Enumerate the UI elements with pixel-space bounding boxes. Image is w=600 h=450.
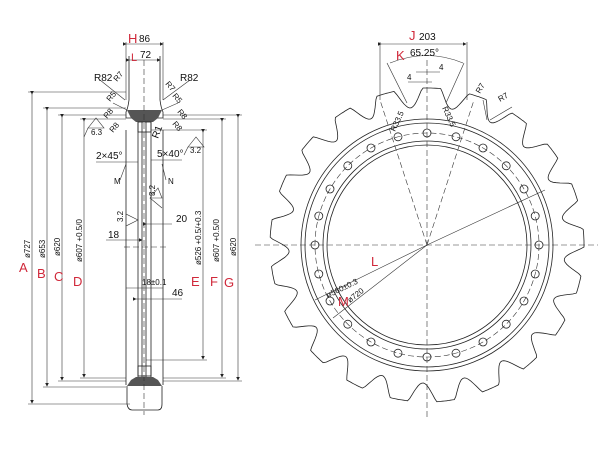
dia-727: ø727 (23, 239, 32, 258)
dim-18: 18 (108, 230, 120, 241)
bolt-hole (451, 132, 461, 142)
rim-bottom-section (127, 377, 162, 386)
bolt-hole (343, 319, 353, 329)
roughness-mid: 3.2 (148, 184, 157, 196)
r82-right: R82 (180, 73, 199, 84)
bolt-hole (501, 161, 511, 171)
dia-607-right: ø607 +0.5/0 (212, 219, 221, 262)
bolt-hole (478, 143, 488, 153)
roughness-web: 3.2 (116, 210, 125, 222)
bolt-hole (393, 348, 403, 358)
dim-86: 86 (139, 34, 151, 45)
bolt-hole (393, 132, 403, 142)
dim-72: 72 (140, 50, 152, 61)
label-f: F (210, 274, 218, 289)
angle-arc (389, 55, 464, 64)
r5-left: R5 (105, 89, 119, 103)
dia-620-right: ø620 (229, 237, 238, 256)
roughness-6.3: 6.3 (91, 128, 103, 137)
label-c: C (54, 269, 63, 284)
bolt-hole (478, 337, 488, 347)
r7-left: R7 (112, 69, 126, 83)
label-g: G (224, 275, 234, 290)
label-e: E (191, 274, 200, 289)
diameter-dims-left (28, 91, 130, 405)
r7-right: R7 (163, 80, 177, 94)
label-l-top: L (131, 52, 137, 64)
label-d: D (73, 274, 82, 289)
web-outline (137, 122, 152, 378)
bolt-hole (519, 296, 529, 306)
surface-n: N (168, 177, 174, 186)
web-top-block (137, 121, 152, 133)
r8-right-b: R8 (170, 120, 184, 134)
dia-653: ø653 (38, 239, 47, 258)
r8-left-a: R8 (102, 106, 116, 120)
roughness-symbol-right (183, 136, 205, 156)
rim-top-section (127, 110, 162, 122)
bolt-hole (325, 184, 335, 194)
side-view: H 86 L 72 R82 R82 R7 R7 R5 R5 R8 R8 R8 R… (19, 31, 242, 415)
dim-4-b: 4 (407, 73, 412, 82)
roughness-3.2: 3.2 (190, 146, 202, 155)
chamfer-5x40: 5×40° (157, 149, 184, 160)
bolt-hole (314, 269, 324, 279)
bolt-hole (519, 184, 529, 194)
r7-front-b: R7 (497, 91, 511, 104)
rim-top-profile (125, 56, 164, 119)
bolt-hole (530, 211, 540, 221)
diameter-dims-right (146, 114, 242, 382)
dim-18tol: 18±0.1 (142, 278, 167, 287)
bolt-hole (530, 269, 540, 279)
dim-20: 20 (176, 214, 188, 225)
dia-607-left: ø607 +0.5/0 (75, 219, 84, 262)
label-k: K (396, 48, 405, 63)
label-h: H (128, 31, 137, 46)
r7-front-a: R7 (474, 81, 487, 95)
bolt-hole (366, 143, 376, 153)
label-j: J (409, 28, 416, 43)
r1: R1 (150, 124, 165, 140)
dia-526: ø526 +0.5/+0.3 (194, 210, 203, 265)
bolt-hole (343, 161, 353, 171)
angle-65: 65.25° (410, 48, 439, 59)
bolt-hole (501, 319, 511, 329)
label-a: A (19, 260, 28, 275)
dim-4-a: 4 (439, 63, 444, 72)
bolt-hole (366, 337, 376, 347)
rim-side-lines (125, 130, 164, 385)
dim-203: 203 (419, 32, 436, 43)
web-bottom-block (137, 365, 152, 377)
bolt-hole (325, 296, 335, 306)
label-l: L (371, 254, 378, 269)
dim-46: 46 (172, 288, 184, 299)
front-view: ø560±0.3 ø720 L M J 203 K 65.25° 4 4 R33… (255, 28, 598, 420)
bolt-holes (310, 128, 544, 362)
rim-bottom-profile (126, 386, 163, 411)
chamfer-2x45: 2×45° (96, 151, 123, 162)
dia-620-left: ø620 (53, 237, 62, 256)
bolt-hole (451, 348, 461, 358)
bolt-hole (314, 211, 324, 221)
roughness-symbol-mid (149, 187, 163, 209)
surface-m: M (114, 177, 121, 186)
label-m: M (338, 294, 349, 309)
r8-left-b: R8 (108, 120, 122, 134)
label-b: B (37, 266, 46, 281)
r82-left: R82 (94, 73, 113, 84)
